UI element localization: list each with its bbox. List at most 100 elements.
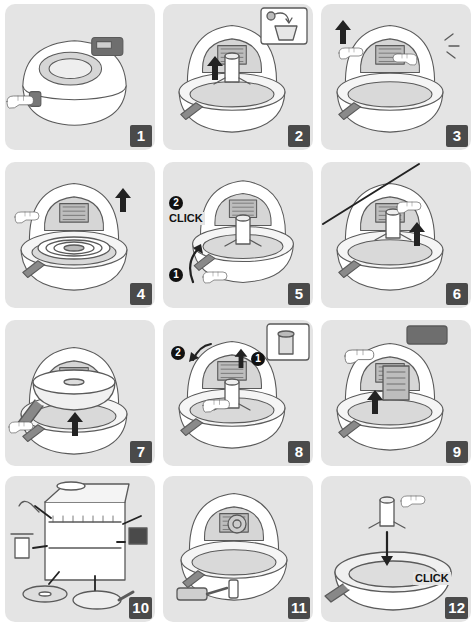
drawing-stroke bbox=[177, 588, 207, 600]
drawing-stroke bbox=[67, 412, 83, 436]
drawing-stroke bbox=[9, 422, 33, 433]
drawing-stroke bbox=[193, 181, 294, 283]
step-number: 12 bbox=[445, 597, 468, 619]
drawing-stroke bbox=[267, 324, 309, 360]
drawing-stroke bbox=[203, 400, 229, 412]
click-note: CLICK bbox=[413, 568, 451, 586]
step-12-art bbox=[325, 496, 451, 610]
drawing-stroke bbox=[11, 533, 33, 534]
callout-number: 1 bbox=[251, 352, 265, 366]
drawing-stroke bbox=[337, 25, 443, 132]
drawing-stroke bbox=[387, 372, 405, 390]
drawing-stroke bbox=[21, 183, 127, 290]
drawing-stroke bbox=[401, 496, 425, 507]
drawing-stroke bbox=[23, 586, 67, 602]
step-number: 11 bbox=[288, 597, 310, 619]
step-number: 9 bbox=[446, 441, 468, 463]
drawing-stroke bbox=[337, 183, 443, 290]
drawing-stroke bbox=[407, 326, 447, 344]
drawing-stroke bbox=[46, 240, 102, 256]
step-1-art bbox=[7, 38, 126, 126]
drawing-stroke bbox=[369, 497, 405, 528]
drawing-stroke bbox=[39, 592, 51, 596]
drawing-stroke bbox=[275, 26, 297, 40]
step-4-art bbox=[15, 183, 131, 290]
drawing-stroke bbox=[45, 502, 125, 580]
drawing-stroke bbox=[203, 272, 227, 283]
drawing-stroke bbox=[54, 242, 94, 254]
drawing-stroke bbox=[386, 532, 388, 560]
drawing-stroke bbox=[445, 34, 459, 58]
drawing-stroke bbox=[286, 18, 292, 23]
drawing-stroke bbox=[235, 349, 248, 368]
drawing-stroke bbox=[279, 336, 293, 354]
drawing-stroke bbox=[367, 390, 383, 414]
step-number: 8 bbox=[288, 441, 310, 463]
drawing-stroke bbox=[73, 591, 121, 609]
drawing-stroke bbox=[33, 370, 115, 394]
callout-number: 2 bbox=[169, 196, 183, 210]
drawing-stroke bbox=[119, 592, 133, 600]
drawing-stroke bbox=[381, 556, 393, 566]
drawing-stroke bbox=[64, 245, 84, 251]
step-9-art bbox=[337, 326, 447, 450]
drawing-stroke bbox=[115, 188, 131, 212]
drawing-stroke bbox=[15, 538, 29, 558]
drawing-stroke bbox=[261, 8, 307, 44]
drawing-stroke bbox=[207, 588, 227, 594]
step-number: 2 bbox=[288, 125, 310, 147]
drawing-stroke bbox=[345, 350, 374, 363]
drawing-stroke bbox=[193, 244, 203, 254]
drawing-stroke bbox=[229, 580, 238, 598]
callout-number: 1 bbox=[169, 264, 183, 282]
click-note: CLICK bbox=[167, 208, 205, 226]
callout-number: 1 bbox=[251, 348, 265, 366]
callout-number: 2 bbox=[171, 346, 185, 360]
step-number: 10 bbox=[129, 597, 152, 619]
drawing-stroke bbox=[228, 515, 246, 533]
callout-number: 1 bbox=[169, 268, 183, 282]
drawing-stroke bbox=[323, 164, 419, 224]
drawing-stroke bbox=[190, 248, 199, 282]
drawing-stroke bbox=[339, 48, 363, 59]
drawing-stroke bbox=[225, 215, 261, 246]
step-3-art bbox=[335, 20, 459, 132]
drawing-stroke bbox=[181, 493, 287, 600]
drawing-stroke bbox=[49, 522, 121, 548]
drawing-stroke bbox=[335, 552, 451, 592]
step-7-art bbox=[9, 347, 127, 454]
drawing-stroke bbox=[233, 520, 241, 528]
drawing-stroke bbox=[64, 379, 84, 385]
drawing-stroke bbox=[325, 584, 349, 602]
step-6-art bbox=[323, 164, 443, 290]
drawing-stroke bbox=[397, 202, 421, 213]
step-number: 3 bbox=[446, 125, 468, 147]
drawing-stroke bbox=[337, 343, 443, 450]
step-number: 7 bbox=[130, 441, 152, 463]
drawing-stroke bbox=[38, 237, 110, 259]
click-note: CLICK bbox=[167, 212, 205, 225]
drawing-stroke bbox=[383, 366, 409, 400]
drawing-stroke bbox=[214, 53, 250, 84]
drawing-stroke bbox=[375, 209, 411, 240]
drawing-stroke bbox=[23, 38, 126, 126]
step-number: 4 bbox=[130, 283, 152, 305]
drawing-stroke bbox=[409, 222, 425, 246]
drawing-stroke bbox=[207, 56, 223, 80]
drawing-stroke bbox=[129, 528, 147, 544]
step-number: 1 bbox=[130, 125, 152, 147]
drawing-stroke bbox=[57, 482, 85, 490]
drawing-stroke bbox=[189, 352, 199, 362]
step-2-art bbox=[179, 8, 307, 132]
drawing-stroke bbox=[335, 20, 351, 44]
drawing-stroke bbox=[7, 96, 33, 108]
step-number: 5 bbox=[288, 283, 310, 305]
step-11-art bbox=[177, 493, 287, 600]
click-note: CLICK bbox=[413, 572, 451, 585]
drawing-stroke bbox=[33, 506, 141, 590]
drawing-stroke bbox=[53, 516, 113, 522]
step-number: 6 bbox=[446, 283, 468, 305]
step-8-art bbox=[179, 324, 309, 448]
